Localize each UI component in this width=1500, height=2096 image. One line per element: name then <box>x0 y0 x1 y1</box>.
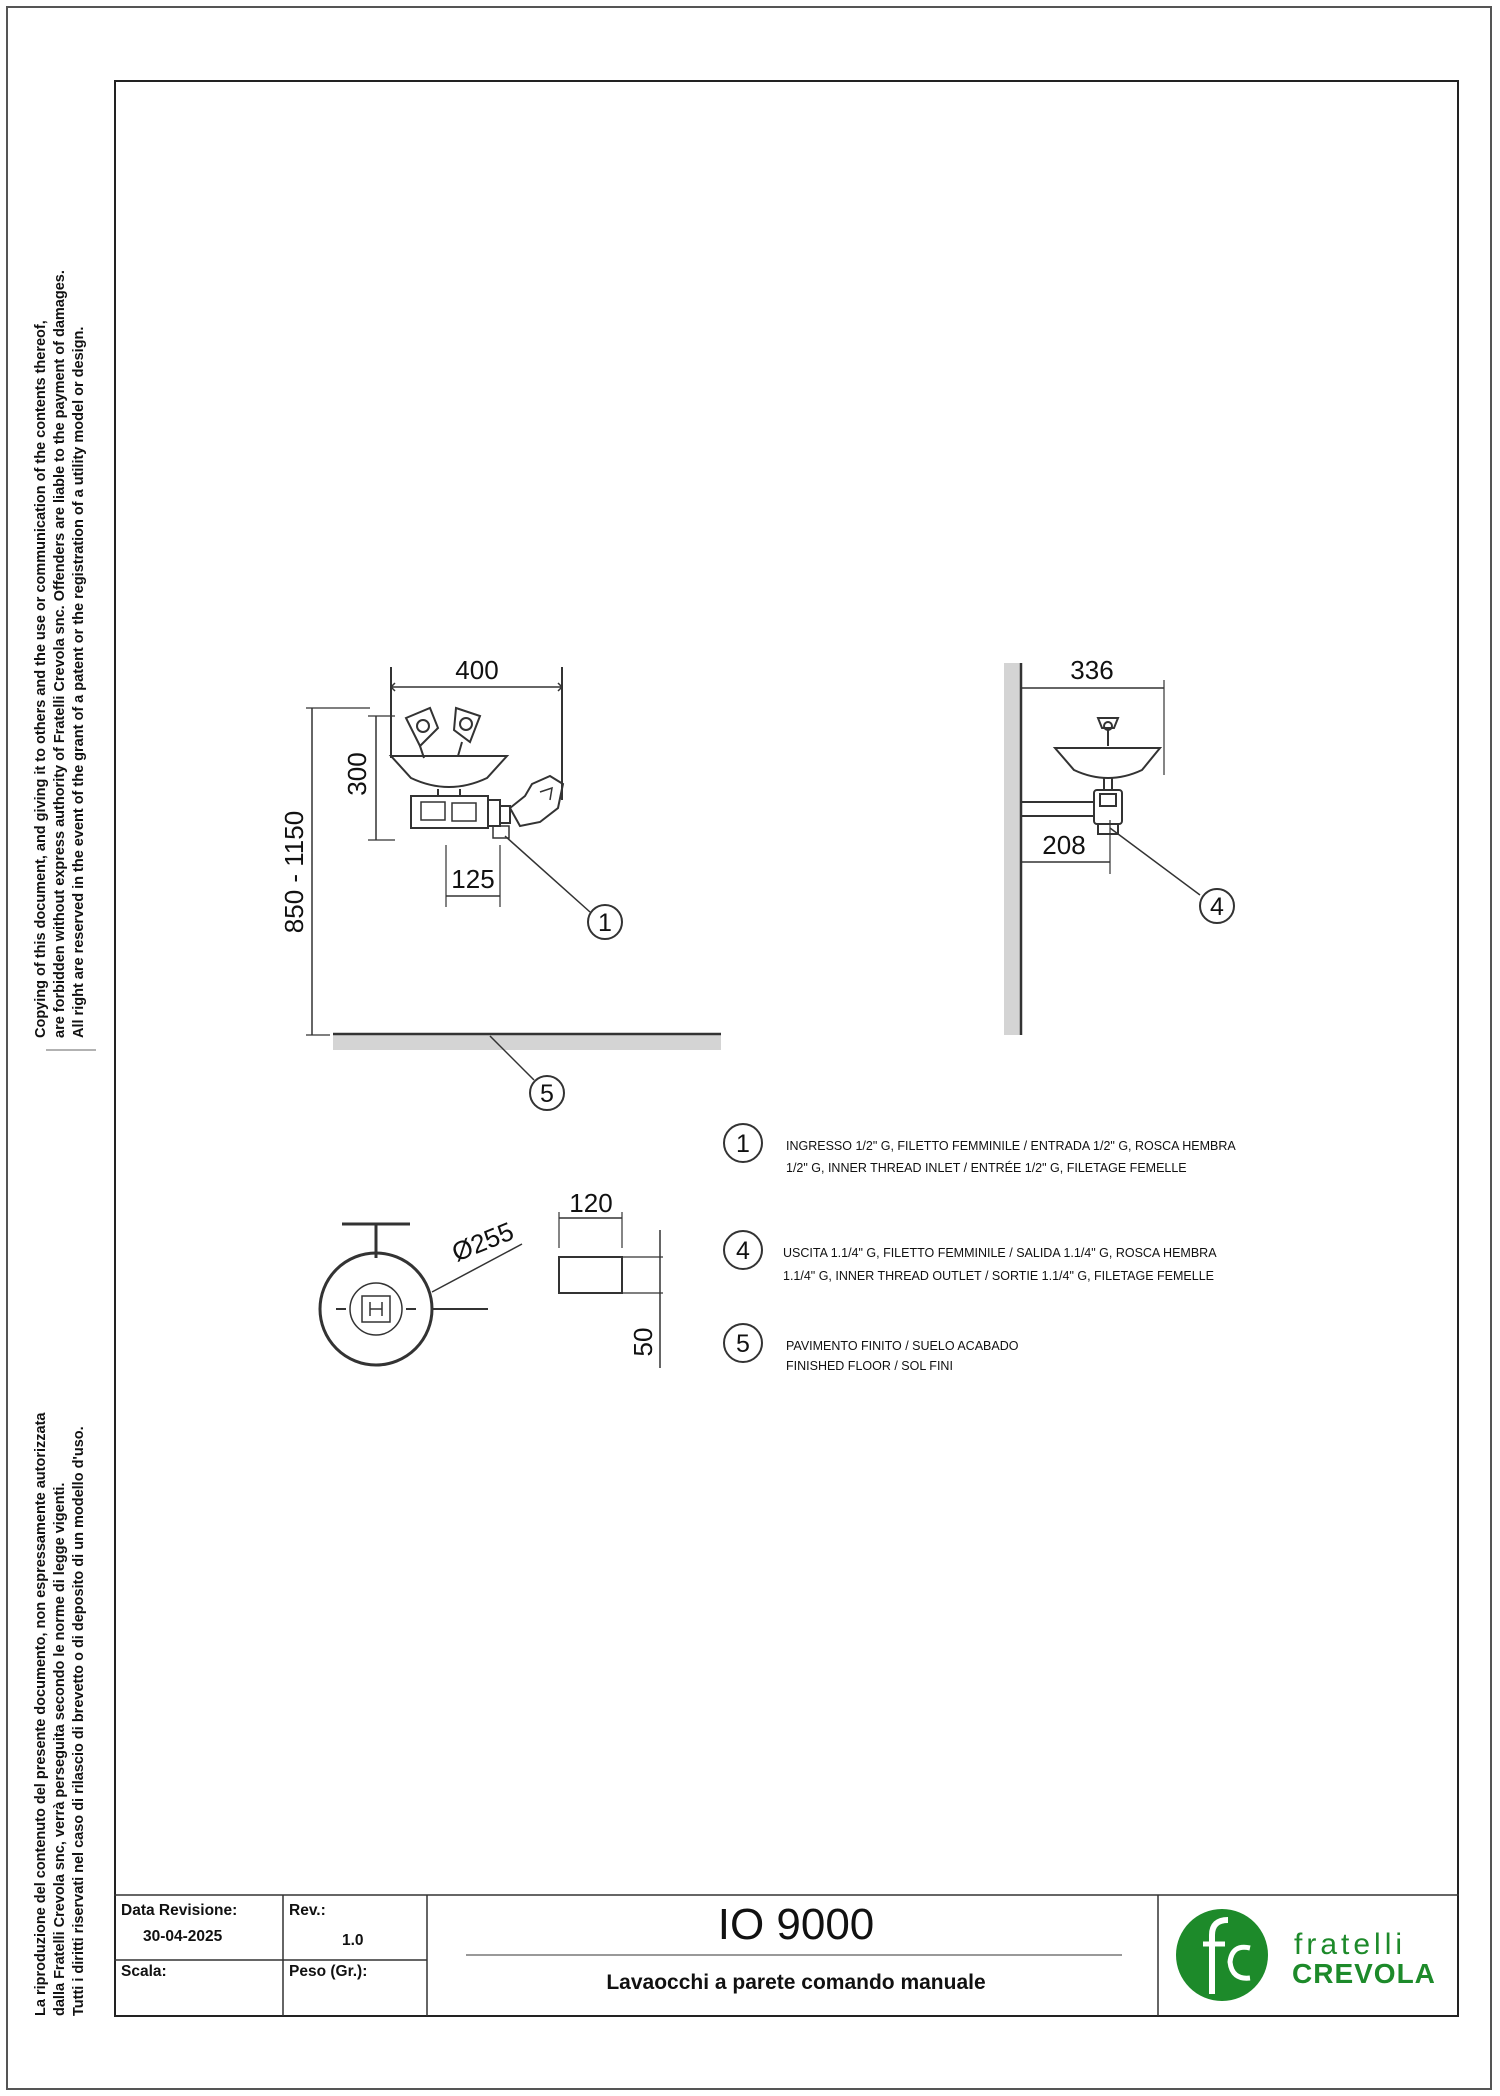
legend-circle-4 <box>723 1230 763 1270</box>
callout-number-1: 1 <box>598 909 612 937</box>
dim-side-depth: 336 <box>1070 655 1113 685</box>
legend-number-1: 1 <box>736 1130 750 1158</box>
legend-circles <box>723 1123 763 1363</box>
revision-date: 30-04-2025 <box>143 1928 223 1945</box>
title-block <box>114 1894 1459 2016</box>
dim-bracket-width: 120 <box>569 1188 612 1218</box>
company-logo <box>1176 1909 1268 2001</box>
product-name: Lavaocchi a parete comando manuale <box>606 1971 986 1994</box>
dim-front-width: 400 <box>455 655 498 685</box>
product-code: IO 9000 <box>717 1900 875 1949</box>
eyewash-nozzle-left-icon <box>404 706 440 759</box>
legend-number-4: 4 <box>736 1237 750 1265</box>
inlet-fitting <box>492 825 510 839</box>
side-nozzle-icon <box>1096 717 1120 729</box>
legend-5-line2: FINISHED FLOOR / SOL FINI <box>786 1359 953 1373</box>
bracket-view <box>558 1212 663 1368</box>
dim-side-arm: 208 <box>1042 830 1085 860</box>
legend-4-line2: 1.1/4" G, INNER THREAD OUTLET / SORTIE 1… <box>783 1269 1214 1283</box>
bowl-side <box>1052 747 1163 779</box>
legend-number-5: 5 <box>736 1330 750 1358</box>
legend-1-line1: INGRESSO 1/2" G, FILETTO FEMMINILE / ENT… <box>786 1139 1236 1153</box>
dim-inlet-offset: 125 <box>451 864 494 894</box>
legend-1-line2: 1/2" G, INNER THREAD INLET / ENTRÉE 1/2"… <box>786 1160 1187 1175</box>
top-view <box>318 1222 523 1367</box>
leader-line-1 <box>504 835 591 913</box>
leader-diameter <box>431 1243 523 1293</box>
callout-number-4: 4 <box>1210 893 1224 921</box>
callout-circle-5 <box>529 1075 565 1111</box>
push-flag-icon <box>508 774 565 828</box>
wall-hatch <box>1004 663 1021 1035</box>
drawing-frame <box>114 80 1459 2017</box>
legend-circle-5 <box>723 1323 763 1363</box>
eyewash-nozzle-right-icon <box>452 706 482 757</box>
legend-4-line1: USCITA 1.1/4" G, FILETTO FEMMINILE / SAL… <box>783 1246 1217 1260</box>
drawing-sheet <box>6 6 1492 2090</box>
legend-5-line1: PAVIMENTO FINITO / SUELO ACABADO <box>786 1339 1019 1353</box>
wall-arm <box>1020 801 1095 817</box>
rev-value: 1.0 <box>342 1932 364 1949</box>
mounting-bracket <box>558 1256 623 1294</box>
leader-line-4 <box>1109 827 1201 896</box>
rev-label: Rev.: <box>289 1902 326 1919</box>
weight-label: Peso (Gr.): <box>289 1963 368 1980</box>
leader-line-5 <box>489 1035 535 1081</box>
front-view <box>306 667 721 1111</box>
logo-brand-line1: fratelli <box>1294 1928 1407 1961</box>
revision-date-label: Data Revisione: <box>121 1902 238 1919</box>
dim-bracket-height: 50 <box>628 1328 658 1357</box>
callout-circle-1 <box>587 904 623 940</box>
scale-label: Scala: <box>121 1963 167 1980</box>
callout-circle-4 <box>1199 888 1235 924</box>
dim-bowl-diameter: Ø255 <box>448 1216 518 1268</box>
side-view <box>1004 663 1235 1035</box>
dim-front-height: 300 <box>342 752 372 795</box>
callout-number-5: 5 <box>540 1080 554 1108</box>
dim-mount-height: 850 - 1150 <box>279 811 309 933</box>
logo-brand-line2: CREVOLA <box>1292 1958 1436 1989</box>
bowl-front <box>388 755 510 788</box>
legend-circle-1 <box>723 1123 763 1163</box>
floor-hatch <box>333 1034 721 1050</box>
